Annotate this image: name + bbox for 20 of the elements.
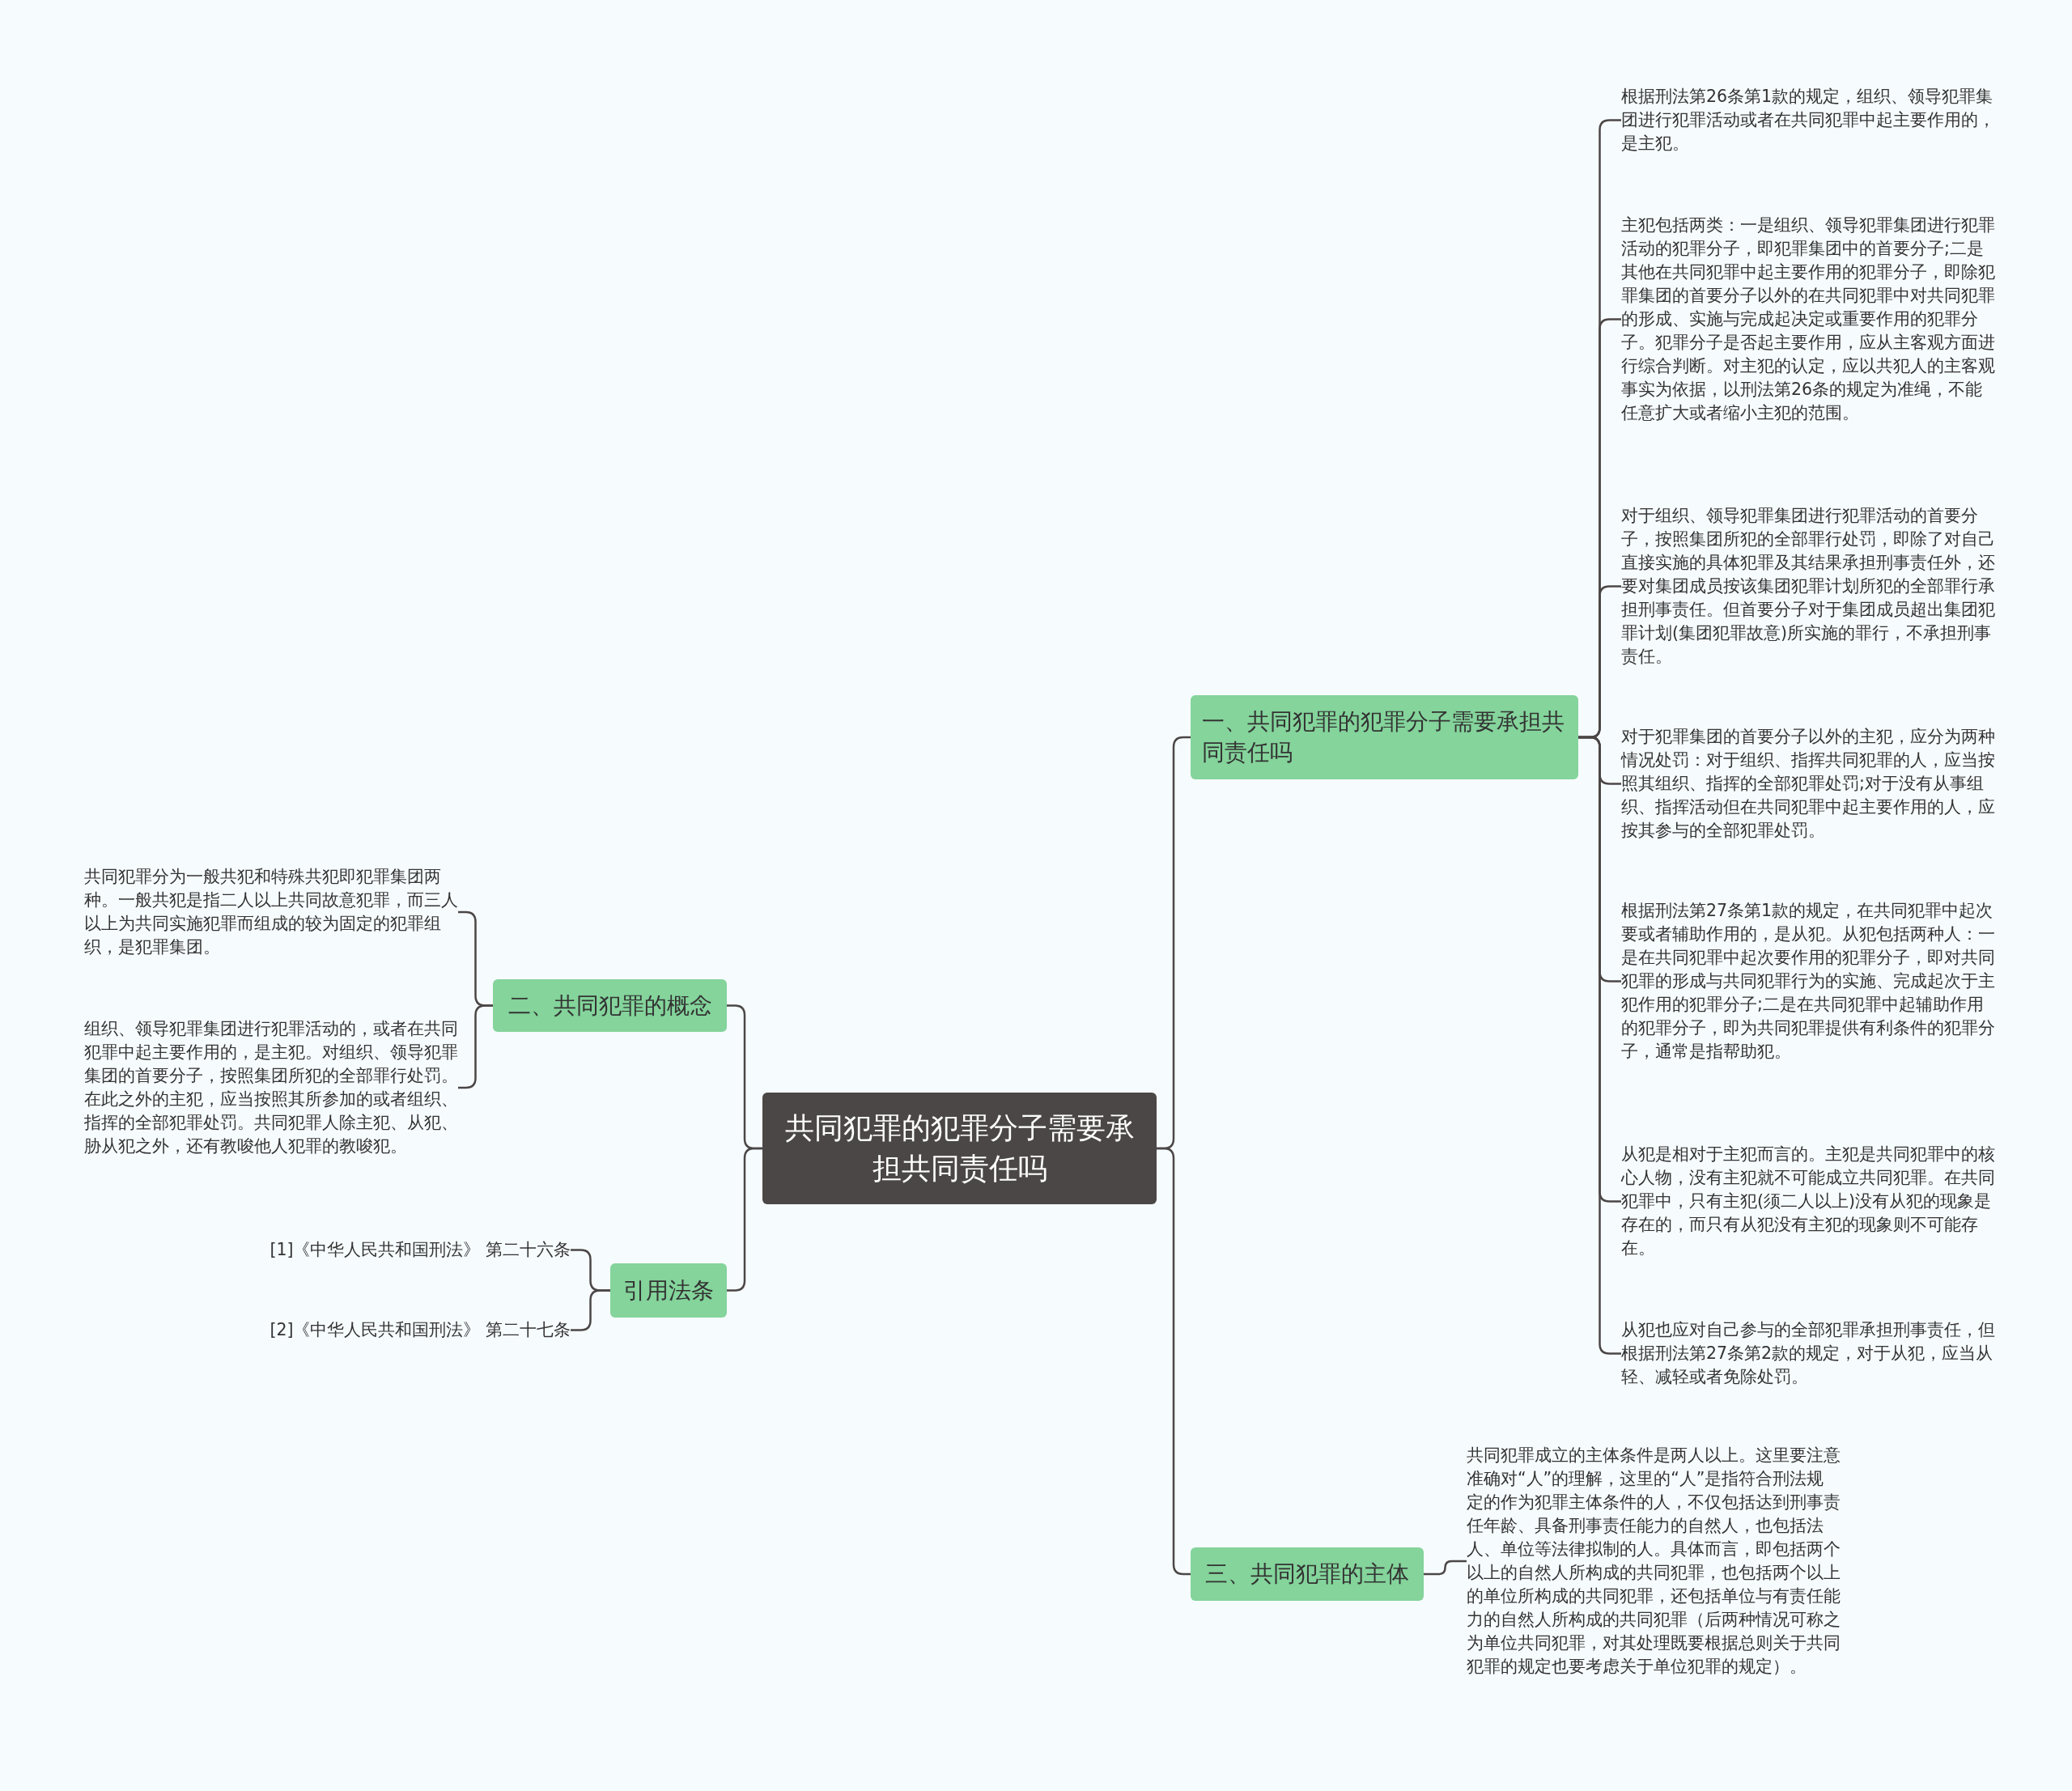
- reference-text: [2]《中华人民共和国刑法》 第二十七条: [235, 1318, 571, 1342]
- topic-box: 引用法条: [610, 1263, 727, 1318]
- connector-line: [1157, 1147, 1191, 1576]
- connector-line: [727, 1147, 762, 1292]
- reference-text: [1]《中华人民共和国刑法》 第二十六条: [235, 1238, 571, 1262]
- topic-box: 二、共同犯罪的概念: [493, 979, 727, 1032]
- note-text: 对于犯罪集团的首要分子以外的主犯，应分为两种情况处罚：对于组织、指挥共同犯罪的人，应当按照其组织、指挥的全部犯罪处罚;对于没有从事组织、指挥活动但在共同犯罪中起主要作用的人，应按其参与的全部犯罪处罚。: [1621, 725, 1995, 842]
- note-text: 组织、领导犯罪集团进行犯罪活动的，或者在共同犯罪中起主要作用的，是主犯。对组织、领导犯罪集团的首要分子，按照集团所犯的全部罪行处罚。在此之外的主犯，应当按照其所参加的或者组织、指挥的全部犯罪处罚。共同犯罪人除主犯、从犯、胁从犯之外，还有教唆他人犯罪的教唆犯。: [84, 1017, 458, 1158]
- note-text: 从犯是相对于主犯而言的。主犯是共同犯罪中的核心人物，没有主犯就不可能成立共同犯罪。在共同犯罪中，只有主犯(须二人以上)没有从犯的现象是存在的，而只有从犯没有主犯的现象则不可能存在。: [1621, 1143, 1995, 1260]
- note-text: 主犯包括两类：一是组织、领导犯罪集团进行犯罪活动的犯罪分子，即犯罪集团中的首要分子;二是其他在共同犯罪中起主要作用的犯罪分子，即除犯罪集团的首要分子以外的在共同犯罪中对共同犯罪的形成、实施与完成起决定或重要作用的犯罪分子。犯罪分子是否起主要作用，应从主客观方面进行综合判断。对主犯的认定，应以共犯人的主客观事实为依据，以刑法第26条的规定为准绳，不能任意扩大或者缩小主犯的范围。: [1621, 214, 1995, 425]
- connector-line: [1424, 1560, 1467, 1576]
- note-text: 从犯也应对自己参与的全部犯罪承担刑事责任，但根据刑法第27条第2款的规定，对于从犯，应当从轻、减轻或者免除处罚。: [1621, 1318, 1995, 1389]
- topic-box: 一、共同犯罪的犯罪分子需要承担共同责任吗: [1191, 695, 1578, 779]
- note-text: 根据刑法第27条第1款的规定，在共同犯罪中起次要或者辅助作用的，是从犯。从犯包括两种人：一是在共同犯罪中起次要作用的犯罪分子，即对共同犯罪的形成与共同犯罪行为的实施、完成起次于主犯作用的犯罪分子;二是在共同犯罪中起辅助作用的犯罪分子，即为共同犯罪提供有利条件的犯罪分子，通常是指帮助犯。: [1621, 899, 1995, 1063]
- note-text: 根据刑法第26条第1款的规定，组织、领导犯罪集团进行犯罪活动或者在共同犯罪中起主要作用的，是主犯。: [1621, 85, 1995, 155]
- central-topic: 共同犯罪的犯罪分子需要承担共同责任吗: [762, 1093, 1157, 1204]
- note-text: 共同犯罪成立的主体条件是两人以上。这里要注意准确对“人”的理解，这里的“人”是指符合刑法规定的作为犯罪主体条件的人，不仅包括达到刑事责任年龄、具备刑事责任能力的自然人，也包括法人、单位等法律拟制的人。具体而言，即包括两个以上的自然人所构成的共同犯罪，也包括两个以上的单位所构成的共同犯罪，还包括单位与有责任能力的自然人所构成的共同犯罪（后两种情况可称之为单位共同犯罪，对其处理既要根据总则关于共同犯罪的规定也要考虑关于单位犯罪的规定）。: [1467, 1444, 1841, 1679]
- note-text: 对于组织、领导犯罪集团进行犯罪活动的首要分子，按照集团所犯的全部罪行处罚，即除了对自己直接实施的具体犯罪及其结果承担刑事责任外，还要对集团成员按该集团犯罪计划所犯的全部罪行承担刑事责任。但首要分子对于集团成员超出集团犯罪计划(集团犯罪故意)所实施的罪行，不承担刑事责任。: [1621, 504, 1995, 668]
- note-text: 共同犯罪分为一般共犯和特殊共犯即犯罪集团两种。一般共犯是指二人以上共同故意犯罪，而三人以上为共同实施犯罪而组成的较为固定的犯罪组织，是犯罪集团。: [84, 865, 458, 959]
- topic-box: 三、共同犯罪的主体: [1191, 1547, 1424, 1601]
